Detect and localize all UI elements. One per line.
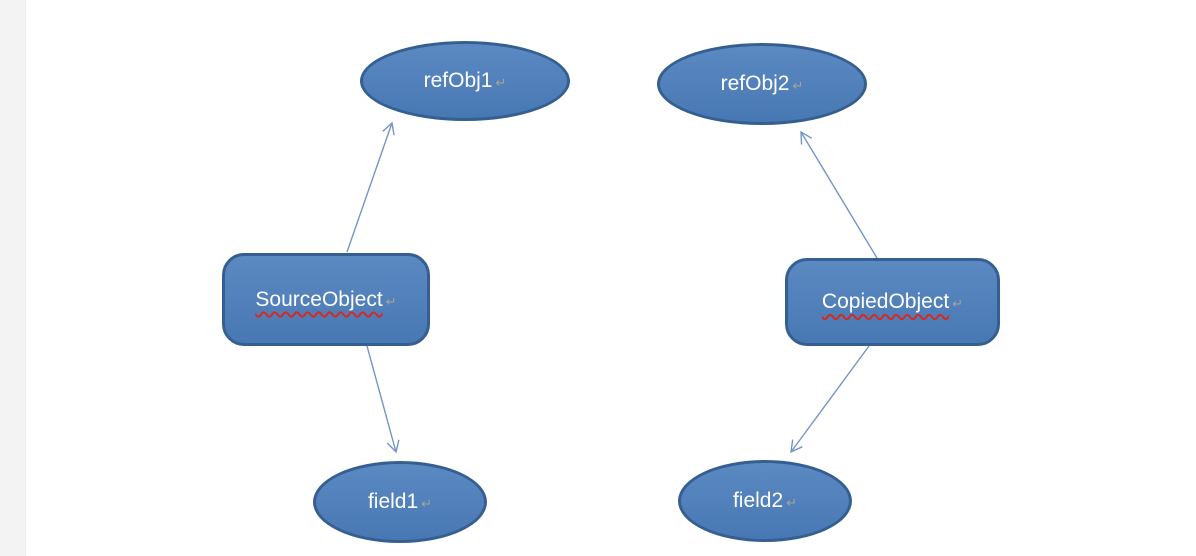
return-mark-icon: ↵ [786, 495, 798, 510]
connector-copied-to-field2[interactable] [790, 345, 870, 454]
node-copiedobject[interactable]: CopiedObject ↵ [785, 258, 1000, 346]
return-mark-icon: ↵ [421, 496, 433, 511]
node-field2-label: field2 [732, 489, 784, 513]
node-refobj2-label: refObj2 [720, 72, 790, 96]
node-sourceobject[interactable]: SourceObject ↵ [222, 253, 430, 346]
return-mark-icon: ↵ [495, 75, 507, 90]
node-field1[interactable]: field1 ↵ [313, 461, 487, 543]
node-refobj1-label: refObj1 [423, 69, 493, 93]
return-mark-icon: ↵ [952, 296, 964, 311]
node-refobj2[interactable]: refObj2 ↵ [657, 43, 867, 125]
return-mark-icon: ↵ [385, 293, 397, 309]
connector-source-to-field1[interactable] [366, 345, 400, 454]
node-field2[interactable]: field2 ↵ [678, 460, 852, 542]
page-margin-strip [0, 0, 26, 556]
node-sourceobject-label: SourceObject [255, 287, 383, 311]
node-refobj1[interactable]: refObj1 ↵ [360, 41, 570, 121]
connector-source-to-refobj1[interactable] [346, 121, 395, 253]
connector-copied-to-refobj2[interactable] [800, 130, 878, 259]
return-mark-icon: ↵ [792, 78, 804, 93]
node-field1-label: field1 [367, 490, 419, 514]
node-copiedobject-label: CopiedObject [821, 290, 950, 314]
